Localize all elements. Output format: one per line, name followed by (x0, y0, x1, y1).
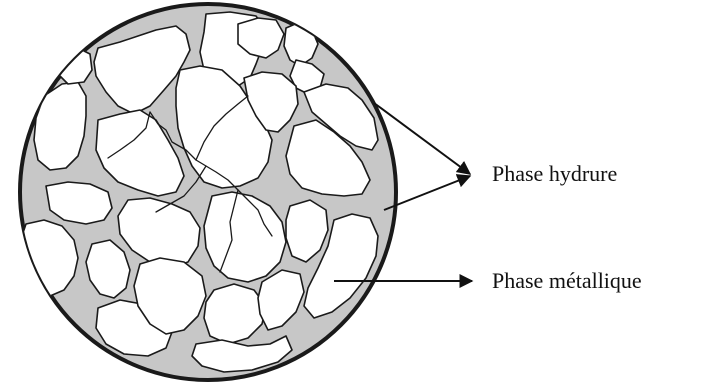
metallic-grain (34, 82, 86, 170)
metallic-grain (58, 48, 92, 84)
hydride-phase-label: Phase hydrure (492, 163, 617, 185)
metallic-phase-label: Phase métallique (492, 270, 642, 292)
